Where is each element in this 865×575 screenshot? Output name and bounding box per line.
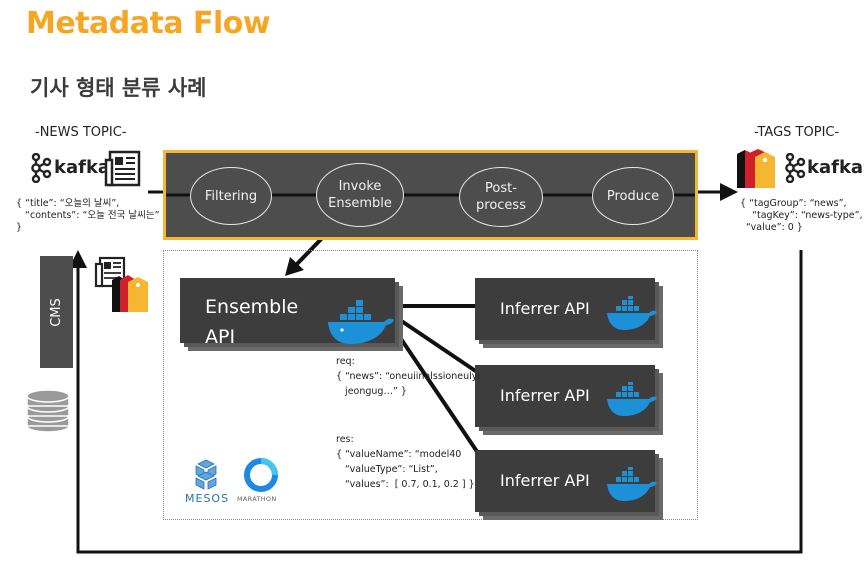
ensemble-label-1: Ensemble (205, 296, 299, 318)
res-line-2: { “valueName”: “model40 (336, 449, 462, 460)
res-line-1: res: (336, 434, 354, 445)
tag-icon (737, 149, 775, 188)
kafka-icon (785, 153, 806, 183)
feedback-loop-line (76, 250, 803, 554)
stage-invoke-ensemble: Invoke Ensemble (316, 163, 404, 227)
newspaper-tag-icon (94, 256, 148, 312)
inferrer-label-3: Inferrer API (500, 471, 590, 490)
processing-pipeline: Filtering Invoke Ensemble Post- process … (163, 150, 698, 240)
news-topic-label: -NEWS TOPIC- (35, 125, 127, 140)
link-inferrer-3 (393, 328, 482, 458)
res-line-3: “valueType”: “List”, (336, 464, 438, 475)
docker-whale-icon (328, 300, 394, 344)
output-arrowhead (720, 183, 738, 201)
link-inferrer-2 (398, 318, 482, 376)
tags-json-line-2: “tagKey”: “news-type”, (740, 210, 863, 221)
res-line-4: “values”: [ 0.7, 0.1, 0.2 ] } (336, 479, 475, 490)
news-json-line-3: } (16, 222, 23, 233)
inferrer-label-2: Inferrer API (500, 386, 590, 405)
docker-whale-icon (607, 382, 657, 416)
req-line-1: req: (336, 356, 355, 367)
database-icon (26, 389, 70, 433)
news-json-line-1: { “title”: “오늘의 날씨”, (16, 198, 120, 209)
page-subtitle: 기사 형태 분류 사례 (30, 76, 207, 100)
req-line-3: jeongug…” } (336, 386, 407, 397)
mesos-logo-text: MESOS (185, 492, 230, 505)
req-line-2: { “news”: “oneuiinalssioneulyi (336, 371, 481, 382)
invoke-arrowhead (285, 257, 304, 276)
marathon-icon (244, 458, 278, 492)
mesos-icon (195, 459, 217, 490)
marathon-logo-text: MARATHON (237, 495, 277, 503)
newspaper-icon (104, 150, 141, 187)
kafka-icon (31, 153, 52, 183)
news-json-line-2: “contents”: “오늘 전국 날씨는” (16, 210, 160, 221)
tags-topic-label: -TAGS TOPIC- (754, 125, 840, 140)
tags-json-line-1: { “tagGroup”: “news”, (740, 198, 847, 209)
kafka-logo-text: kafka (807, 157, 864, 178)
ensemble-label-2: API (205, 326, 236, 348)
feedback-arrowhead (69, 250, 87, 268)
docker-whale-icon (607, 467, 657, 501)
cms-box: CMS (40, 256, 73, 368)
page-title: Metadata Flow (26, 6, 271, 41)
container-cluster (163, 250, 698, 520)
stage-produce: Produce (592, 167, 674, 225)
stage-post-process: Post- process (459, 167, 543, 227)
inferrer-label-1: Inferrer API (500, 299, 590, 318)
kafka-logo-text: kafka (54, 157, 111, 178)
tags-json-line-3: “value”: 0 } (740, 222, 803, 233)
stage-filtering: Filtering (190, 167, 272, 225)
docker-whale-icon (607, 296, 657, 330)
